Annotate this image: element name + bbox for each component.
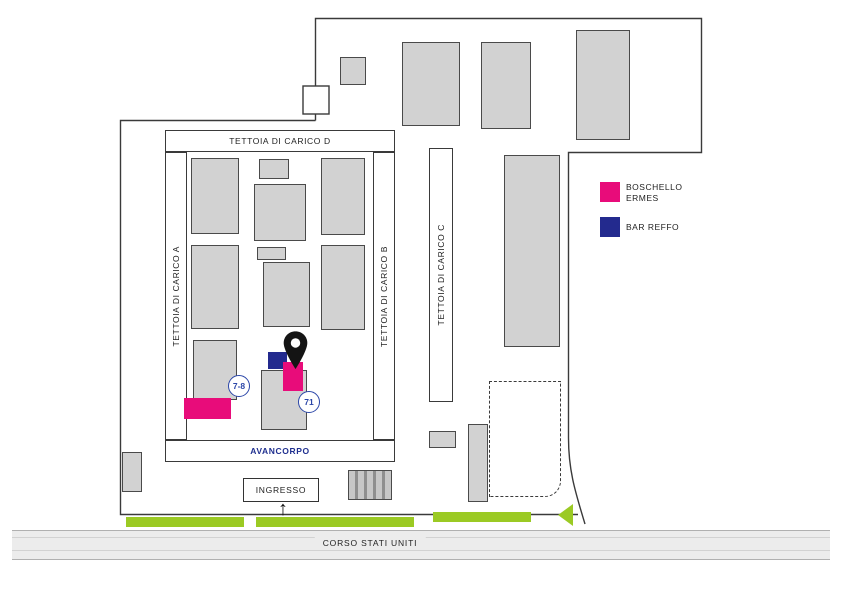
location-pin-icon <box>283 331 308 370</box>
direction-triangle-icon <box>558 504 573 526</box>
stall <box>259 159 289 179</box>
stall <box>263 262 310 327</box>
gate-structure <box>348 470 392 500</box>
zone-tettoia-carico-a-label: TETTOIA DI CARICO A <box>171 245 181 347</box>
zone-tettoia-carico-b: TETTOIA DI CARICO B <box>373 152 395 440</box>
building <box>122 452 142 492</box>
parking-strip <box>126 517 244 527</box>
stall-bar-reffo <box>268 352 287 369</box>
stall-boschello-ermes <box>184 398 231 419</box>
zone-tettoia-carico-a: TETTOIA DI CARICO A <box>165 152 187 440</box>
legend-label-boschello-ermes: BOSCHELLO ERMES <box>626 182 683 204</box>
zone-tettoia-carico-b-label: TETTOIA DI CARICO B <box>379 245 389 347</box>
zone-tettoia-carico-c-label: TETTOIA DI CARICO C <box>436 224 446 326</box>
building <box>468 424 488 502</box>
zone-tettoia-carico-d: TETTOIA DI CARICO D <box>165 130 395 152</box>
building <box>504 155 560 347</box>
stall <box>191 158 239 234</box>
stall-marker-7-8: 7-8 <box>228 375 250 397</box>
entrance-arrow-icon: ↑ <box>278 498 288 520</box>
legend-label-bar-reffo: BAR REFFO <box>626 222 680 232</box>
building <box>340 57 366 85</box>
legend-swatch-bar-reffo <box>600 217 620 237</box>
entrance-box: INGRESSO <box>243 478 319 502</box>
stall <box>257 247 286 260</box>
stall-marker-71: 71 <box>298 391 320 413</box>
legend-swatch-boschello-ermes <box>600 182 620 202</box>
parking-strip <box>256 517 414 527</box>
dashed-area <box>489 381 561 497</box>
building <box>429 431 456 448</box>
zone-tettoia-carico-c: TETTOIA DI CARICO C <box>429 148 453 402</box>
building <box>402 42 460 126</box>
road-label: CORSO STATI UNITI <box>314 537 426 549</box>
stall <box>321 245 365 330</box>
parking-strip <box>433 512 531 522</box>
building <box>576 30 630 140</box>
road-lane-line <box>12 550 830 551</box>
building <box>481 42 531 129</box>
stall <box>254 184 306 241</box>
stall <box>191 245 239 329</box>
stall-boschello-ermes-highlight <box>283 362 303 391</box>
stall <box>321 158 365 235</box>
zone-avancorpo: AVANCORPO <box>165 440 395 462</box>
